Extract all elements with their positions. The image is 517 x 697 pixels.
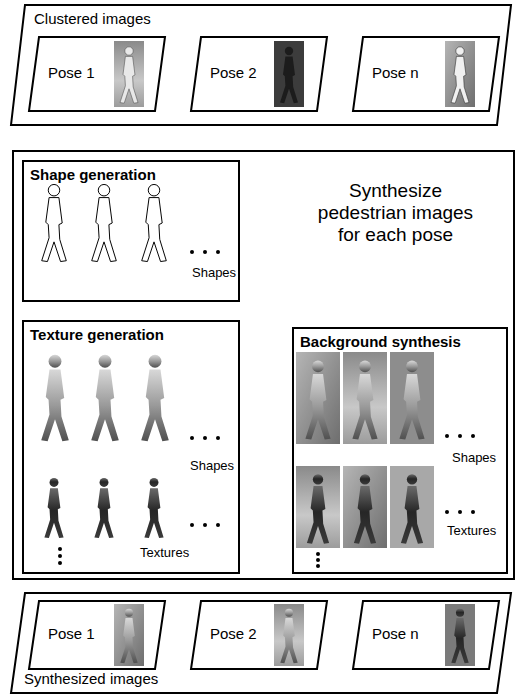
dot: [216, 250, 220, 254]
pose-box: Pose n: [352, 36, 500, 112]
pose-label: Pose 2: [210, 64, 257, 81]
dot: [458, 434, 462, 438]
pose-label: Pose 2: [210, 625, 257, 642]
dot: [203, 523, 207, 527]
dot: [190, 250, 194, 254]
person: [280, 47, 298, 103]
person: [307, 474, 329, 544]
panel-title: Synthesize pedestrian images for each po…: [308, 180, 483, 246]
ellipsis-dots: [58, 250, 475, 568]
dot: [445, 510, 449, 514]
row-label: Textures: [140, 546, 189, 561]
photo: [296, 352, 340, 444]
pose-label: Pose 1: [48, 625, 95, 642]
dot: [203, 250, 207, 254]
dot: [58, 561, 62, 565]
person: [352, 361, 377, 440]
dot: [316, 558, 320, 562]
shape-outline: [42, 184, 67, 261]
person: [120, 47, 138, 103]
photo: [343, 352, 387, 444]
dot: [190, 523, 194, 527]
box-heading: Background synthesis: [300, 333, 461, 350]
person: [401, 474, 423, 544]
process-box: Shape generationShapes: [22, 160, 240, 302]
dot: [216, 523, 220, 527]
background-photos: [296, 352, 434, 548]
person: [399, 361, 424, 440]
pose-label: Pose n: [372, 625, 419, 642]
parallelogram-border: [11, 593, 511, 693]
parallelogram-border: [29, 37, 165, 111]
parallelogram-border: [191, 37, 327, 111]
dot: [190, 436, 194, 440]
pose-box: Pose n: [352, 600, 500, 670]
process-box: Background synthesisShapesTextures: [292, 327, 508, 574]
dot: [471, 434, 475, 438]
photo: [296, 466, 340, 548]
row-label: Shapes: [190, 459, 234, 474]
group-label: Clustered images: [34, 10, 151, 27]
person: [354, 474, 376, 544]
pose-label: Pose n: [372, 64, 419, 81]
parallelogram-border: [191, 601, 327, 669]
photo: [114, 604, 144, 666]
parallelogram-border: [353, 37, 499, 111]
group-label: Synthesized images: [24, 670, 158, 687]
dot: [58, 554, 62, 558]
textured-figure: [141, 355, 169, 441]
input-photos: [114, 41, 475, 107]
dot: [445, 434, 449, 438]
pose-box: Pose 2: [190, 36, 328, 112]
parallelogram-border: [11, 5, 511, 125]
dot: [203, 436, 207, 440]
shape-outline: [92, 184, 117, 261]
parallelogram-border: [29, 601, 165, 669]
dot: [316, 552, 320, 556]
output-group: Synthesized images Pose 1 Pose 2 Pose n: [10, 592, 512, 694]
row-label: Textures: [447, 524, 496, 539]
pose-box: Pose 1: [28, 36, 166, 112]
textured-figures: [41, 355, 169, 538]
pose-box: Pose 1: [28, 600, 166, 670]
photo: [390, 352, 434, 444]
dot: [216, 436, 220, 440]
photo: [445, 604, 475, 666]
pose-box: Pose 2: [190, 600, 328, 670]
shape-outline: [142, 184, 167, 261]
photo: [445, 41, 475, 107]
synthesis-panel: Synthesize pedestrian images for each po…: [12, 150, 515, 580]
row-label: Shapes: [452, 451, 496, 466]
dot: [58, 547, 62, 551]
shape-outlines: [42, 184, 167, 261]
box-heading: Texture generation: [30, 326, 164, 343]
person: [280, 609, 297, 664]
pose-label: Pose 1: [48, 64, 95, 81]
parallelogram-border: [353, 601, 499, 669]
person: [451, 609, 468, 664]
person: [451, 47, 469, 103]
textured-figure: [91, 355, 119, 441]
dot: [458, 510, 462, 514]
input-group: Clustered imagesPose 1 Pose 2 Pose n: [10, 4, 512, 126]
photo: [114, 41, 144, 107]
dot: [471, 510, 475, 514]
photo: [274, 41, 304, 107]
textured-figure: [94, 478, 113, 538]
textured-figure: [41, 355, 69, 441]
textured-figure: [144, 478, 163, 538]
photo: [274, 604, 304, 666]
photo: [390, 466, 434, 548]
person: [305, 361, 330, 440]
row-label: Shapes: [192, 266, 236, 281]
textured-figure: [44, 478, 63, 538]
process-box: Texture generationShapesTextures: [22, 320, 240, 574]
box-heading: Shape generation: [30, 166, 156, 183]
photo: [343, 466, 387, 548]
dot: [316, 564, 320, 568]
person: [120, 609, 137, 664]
output-photos: [114, 604, 475, 666]
